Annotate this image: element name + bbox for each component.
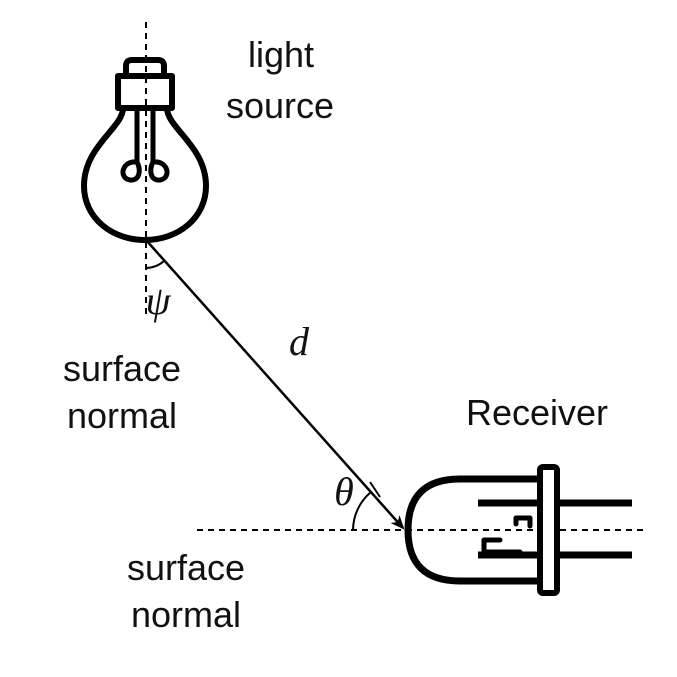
surface-normal-top-line1: surface	[63, 348, 181, 389]
light-bulb-icon	[81, 57, 209, 243]
theta-angle-arc	[352, 491, 372, 531]
psi-angle-label: ψ	[146, 278, 172, 323]
light-source-label-line2: source	[226, 85, 334, 126]
distance-label: d	[289, 319, 310, 364]
receiver-icon	[404, 464, 632, 596]
surface-normal-top-line2: normal	[67, 395, 177, 436]
theta-angle-label: θ	[334, 469, 354, 514]
light-source-label-line1: light	[248, 34, 314, 75]
receiver-label: Receiver	[466, 392, 608, 433]
theta-tick	[369, 481, 381, 498]
psi-angle-arc	[145, 260, 165, 269]
surface-normal-bottom-line2: normal	[131, 594, 241, 635]
surface-normal-bottom-line1: surface	[127, 547, 245, 588]
line-of-sight-arrow	[145, 239, 405, 530]
